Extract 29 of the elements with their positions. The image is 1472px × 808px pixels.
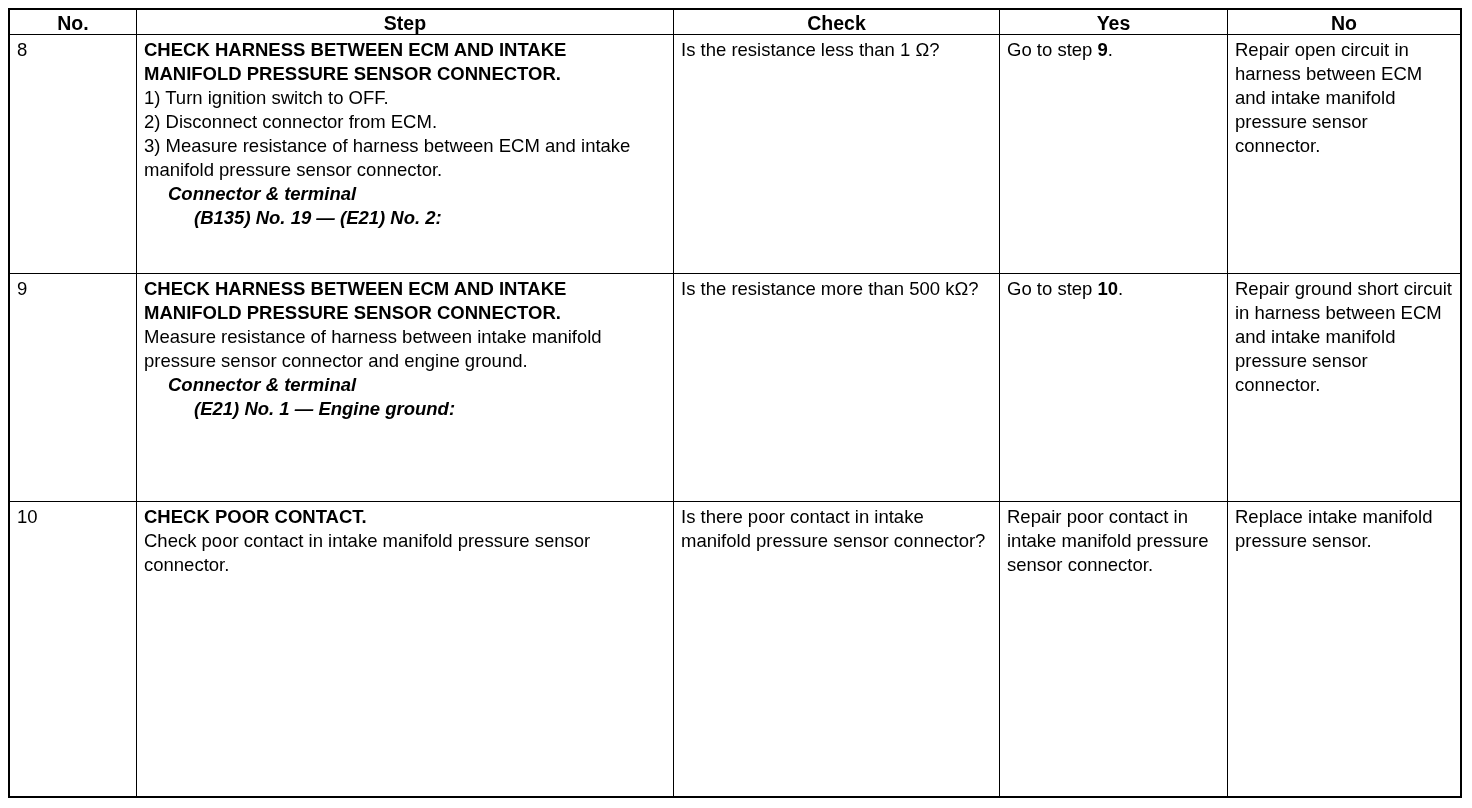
cell-text: 8 [17,38,28,62]
column-header: Yes [1096,11,1131,35]
cell-text: Repair poor contact in intake manifold pressure sensor connector. [1007,505,1210,577]
step-heading: CHECK POOR CONTACT. [144,505,367,529]
step-heading: CHECK HARNESS BETWEEN ECM AND INTAKE MANIFOLD PRESSURE SENSOR CONNECTOR. [144,38,568,86]
cell-text: 3) Measure resistance of harness between ECM and intake manifold pressure sensor connector. [144,134,632,182]
cell-text: 1) Turn ignition switch to OFF. [144,86,389,110]
connector-terminal-label: Connector & terminal [168,373,357,397]
cell-text: 2) Disconnect connector from ECM. [144,110,438,134]
cell-text: Is the resistance less than 1 Ω? [681,38,940,62]
column-header: No [1331,11,1357,35]
cell-text: Is there poor contact in intake manifold pressure sensor connector? [681,505,987,553]
connector-terminal-value: (E21) No. 1 — Engine ground: [194,397,456,421]
cell-text: Go to step 9. [1007,38,1113,62]
cell-text: Repair open circuit in harness between ECM and intake manifold pressure sensor connector. [1235,38,1424,158]
cell-text: Repair ground short circuit in harness between ECM and intake manifold pressure sensor connector. [1235,277,1453,397]
cell-text: 9 [17,277,28,301]
cell-text: Is the resistance more than 500 kΩ? [681,277,979,301]
connector-terminal-value: (B135) No. 19 — (E21) No. 2: [194,206,442,230]
cell-text: Measure resistance of harness between intake manifold pressure sensor connector and engine ground. [144,325,603,373]
step-heading: CHECK HARNESS BETWEEN ECM AND INTAKE MANIFOLD PRESSURE SENSOR CONNECTOR. [144,277,568,325]
column-header: Step [383,11,427,35]
cell-text: 10 [17,505,38,529]
connector-terminal-label: Connector & terminal [168,182,357,206]
cell-text: Go to step 10. [1007,277,1124,301]
column-header: Check [807,11,866,35]
column-header: No. [57,11,89,35]
cell-text: Check poor contact in intake manifold pressure sensor connector. [144,529,592,577]
cell-text: Replace intake manifold pressure sensor. [1235,505,1434,553]
